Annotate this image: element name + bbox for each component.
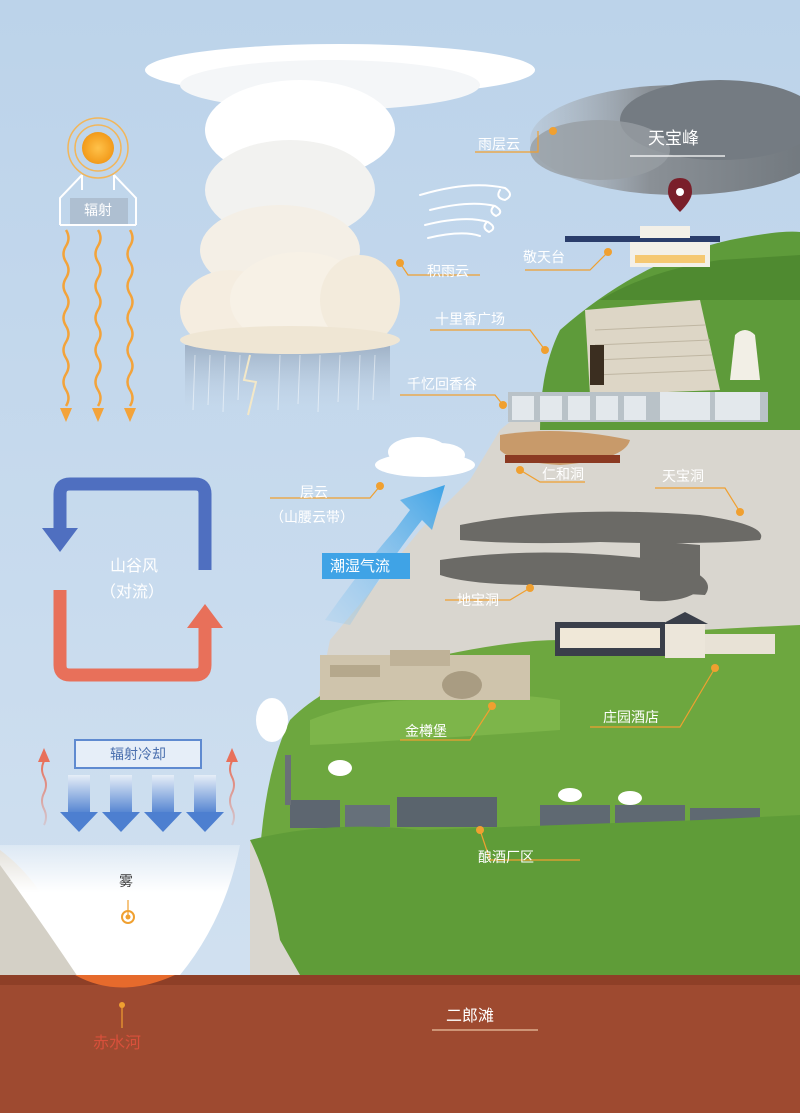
jingtian-terrace-label: 敬天台: [523, 250, 565, 266]
stratus-label: 层云: [300, 485, 328, 501]
wind-curl-icon: [419, 184, 511, 239]
humid-airflow-label: 潮湿气流: [330, 557, 391, 575]
chishui-river: [75, 975, 175, 988]
shilixiang-square: [585, 300, 720, 395]
mountain-cloud-belt-label: （山腰云带）: [270, 510, 354, 526]
warm-uplift-arrows: [38, 748, 238, 826]
location-pin-icon: [668, 178, 692, 212]
middle-forest-light: [310, 695, 560, 745]
cave-renhe: [500, 431, 630, 465]
chishui-river-label: 赤水河: [93, 1033, 142, 1052]
manor-hotel-label: 庄园酒店: [603, 710, 659, 726]
cooling-arrow-icon: [60, 775, 224, 832]
tianbao-peak-label: 天宝峰: [648, 129, 699, 149]
radiation-frame: [59, 174, 137, 226]
brewery-area-label: 酿酒厂区: [478, 850, 534, 866]
fog-label: 雾: [119, 874, 133, 890]
radiation-arrowheads: [60, 408, 136, 422]
nimbostratus-cloud: [530, 80, 800, 195]
nimbostratus-label: 雨层云: [478, 137, 520, 153]
convection-label: （对流）: [100, 582, 165, 601]
radiative-cooling-label: 辐射冷却: [74, 739, 202, 769]
jingtian-terrace-building: [565, 226, 720, 267]
cumulonimbus-label: 积雨云: [427, 264, 469, 280]
wind-arrowhead-up: [187, 604, 223, 628]
lower-forest: [250, 815, 800, 980]
radiation-label-bg: [70, 198, 128, 224]
erlang-beach-label: 二郎滩: [446, 1006, 495, 1025]
valley-wind-label: 山谷风: [110, 556, 159, 575]
square-stele: [730, 330, 760, 380]
jinzun-castle-label: 金樽堡: [405, 724, 447, 740]
cave-dibao: [440, 552, 708, 595]
square-totem: [590, 345, 604, 385]
soil-top: [0, 975, 800, 985]
tianbao-cave-label: 天宝洞: [662, 469, 704, 485]
sun-icon: [67, 117, 129, 179]
leader-lines: [121, 131, 741, 1028]
square-steps: [594, 324, 716, 376]
ground-soil: [0, 975, 800, 1113]
stratus-cloud: [375, 437, 475, 477]
shilixiang-square-label: 十里香广场: [435, 312, 505, 328]
upper-forest-shade: [600, 255, 800, 300]
qianyi-valley-label: 千忆回香谷: [407, 377, 477, 393]
label-markers: [119, 127, 744, 1008]
valley-fog: [0, 845, 240, 980]
manor-hotel-building: [555, 612, 775, 658]
cumulonimbus-cloud: [145, 44, 535, 420]
tank-row: [508, 392, 768, 422]
wind-arrowhead-down: [42, 528, 78, 552]
lower-rock: [250, 840, 300, 975]
radiation-label: 辐射: [84, 203, 112, 219]
dibao-cave-label: 地宝洞: [457, 593, 499, 609]
jinzun-castle-building: [320, 650, 530, 700]
radiation-wave-icon: [62, 229, 134, 407]
renhe-cave-label: 仁和洞: [542, 467, 584, 483]
humid-airflow-bg: [322, 553, 410, 579]
